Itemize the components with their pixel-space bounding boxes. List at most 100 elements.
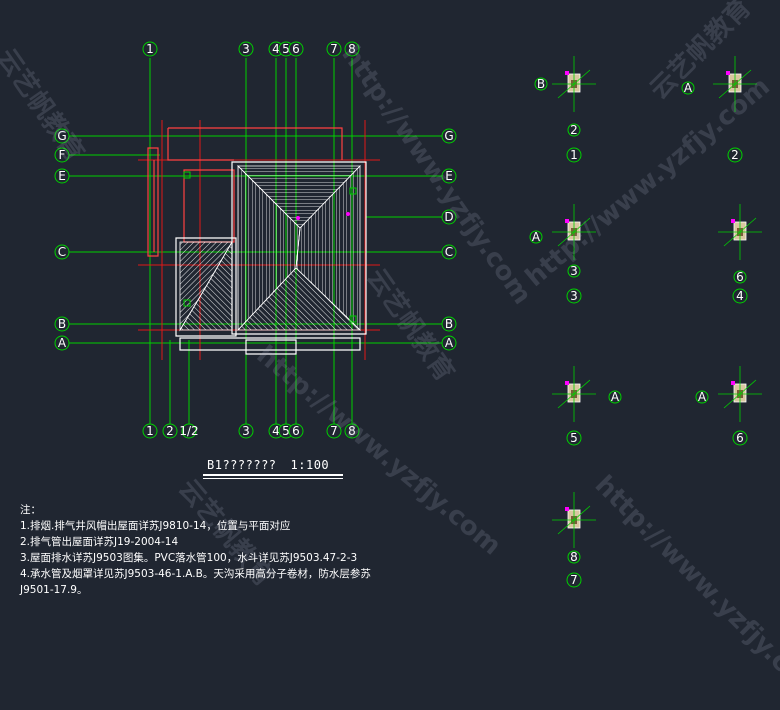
detail-index-label: 7 [570,573,578,587]
axis-bubble-A: A [441,335,457,351]
axis-bubble-G: G [54,128,70,144]
downpipe-markers [183,171,357,323]
axis-label: 8 [348,42,356,56]
axis-label: 7 [330,42,338,56]
detail-axis-label: 3 [570,264,578,278]
axis-label: 4 [272,424,280,438]
axis-label: G [57,129,66,143]
axis-bubble-1-2: 1/2 [179,423,199,439]
axis-label: 5 [282,42,290,56]
roof-plane-south [237,267,361,331]
axis-bubble-A: A [54,335,70,351]
upper-parapet [167,127,343,161]
detail-5: A5 [552,366,622,446]
detail-6: A6 [695,366,762,446]
axis-label: A [58,336,67,350]
building-walls [147,127,367,355]
note-item: 3.屋面排水详苏J9503图集。PVC落水管100，水斗详见苏J9503.47-… [20,552,358,564]
detail-axis-label: 8 [570,550,578,564]
lower-wing-outer [175,237,237,337]
wing-roof-plane-right [179,240,233,331]
note-item: 2.排气管出屋面详苏J19-2004-14 [20,536,179,548]
axis-label: D [444,210,453,224]
axis-label: E [58,169,66,183]
note-item: 4.承水管及烟罩详见苏J9503-46-1.A.B。天沟采用高分子卷材，防水层参… [20,568,371,580]
axis-bubbles-left: GFE C BA [54,128,70,351]
axis-label: C [58,245,66,259]
axis-bubble-8: 8 [344,423,360,439]
detail-axis-label: A [611,390,620,404]
detail-index-label: 2 [731,148,739,162]
axis-label: 3 [242,42,250,56]
detail-axis-label: 2 [570,123,578,137]
axis-bubbles-right: G E D C BA [441,128,457,351]
axis-bubble-D: D [441,209,457,225]
detail-4: 64 [718,204,762,304]
title-underline [203,478,343,479]
axis-bubble-B: B [54,316,70,332]
axis-bubble-1: 1 [142,423,158,439]
detail-axis-label: A [532,230,541,244]
general-notes: 注： 1.排烟.排气井风帽出屋面详苏J9810-14，位置与平面对应 2.排气管… [20,502,490,598]
axis-label: 4 [272,42,280,56]
axis-label: 2 [166,424,174,438]
axis-bubble-F: F [54,147,70,163]
lower-wing-roof [179,240,233,332]
detail-index-label: 6 [736,431,744,445]
axis-bubble-6: 6 [288,423,304,439]
axis-label: 1 [146,424,154,438]
axis-label: 8 [348,424,356,438]
axis-bubble-G: G [441,128,457,144]
axis-bubble-E: E [441,168,457,184]
detail-2: A2 [681,56,757,163]
axis-label: G [444,129,453,143]
detail-index-label: 4 [736,289,744,303]
axis-label: A [445,336,454,350]
axis-label: B [58,317,66,331]
axis-bubble-3: 3 [238,423,254,439]
note-item: 1.排烟.排气井风帽出屋面详苏J9810-14，位置与平面对应 [20,520,291,532]
axis-label: 1 [146,42,154,56]
entrance-porch [245,339,297,355]
vent-marker [296,216,300,220]
detail-axis-label: B [537,77,545,91]
axis-label: 7 [330,424,338,438]
axis-bubble-3: 3 [238,41,254,57]
drawing-title: B1??????? 1:100 [207,458,329,472]
axis-bubble-8: 8 [344,41,360,57]
detail-index-label: 5 [570,431,578,445]
east-block-wall [183,169,235,243]
detail-axis-label: 6 [736,270,744,284]
drawing-scale: 1:100 [290,458,330,472]
axis-bubble-B: B [441,316,457,332]
detail-index-label: 1 [570,148,578,162]
bottom-wall [179,337,361,351]
notes-heading: 注： [20,504,41,516]
detail-1: B 2 1 [534,56,596,163]
detail-7: 87 [552,492,596,588]
axis-label: 6 [292,42,300,56]
title-underline [203,474,343,476]
detail-axis-label: A [698,390,707,404]
axis-label: E [445,169,453,183]
axis-bubble-7: 7 [326,423,342,439]
drawing-title-text: B1??????? [207,458,277,472]
axis-label: C [445,245,453,259]
axis-bubble-E: E [54,168,70,184]
axis-label: 1/2 [179,424,198,438]
axis-bubble-C: C [441,244,457,260]
axis-bubble-C: C [54,244,70,260]
axis-label: F [59,148,66,162]
detail-3: A33 [529,204,596,304]
roof-vents [296,212,350,220]
axis-label: B [445,317,453,331]
note-item: J9501-17.9。 [20,584,88,596]
main-roof [237,165,361,332]
axis-label: 3 [242,424,250,438]
axis-bubble-1: 1 [142,41,158,57]
detail-axis-label: A [684,81,693,95]
